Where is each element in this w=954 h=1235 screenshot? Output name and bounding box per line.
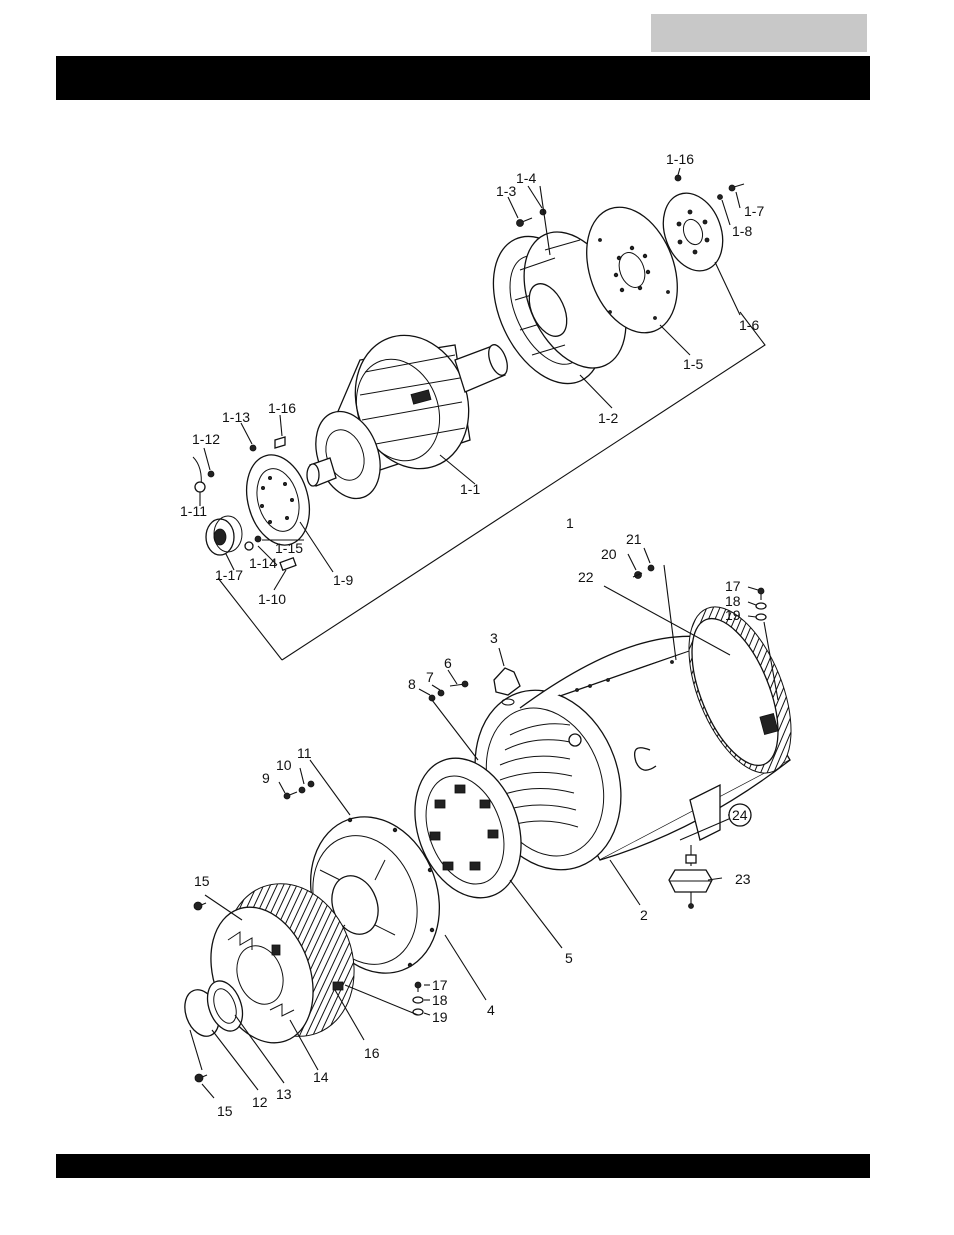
- callout-13: 13: [276, 1086, 292, 1102]
- callout-1-16-top: 1-16: [666, 151, 694, 167]
- callout-21: 21: [626, 531, 642, 547]
- callout-1-2: 1-2: [598, 410, 618, 426]
- callout-23: 23: [735, 871, 751, 887]
- callout-17-bottom: 17: [432, 977, 448, 993]
- callout-3: 3: [490, 630, 498, 646]
- callout-17-right: 17: [725, 578, 741, 594]
- callout-24: 24: [732, 807, 748, 823]
- callout-5: 5: [565, 950, 573, 966]
- rotor-part: [304, 319, 511, 507]
- callout-15-top: 15: [194, 873, 210, 889]
- callout-1-13: 1-13: [222, 409, 250, 425]
- callout-14: 14: [313, 1069, 329, 1085]
- callout-7: 7: [426, 669, 434, 685]
- callout-18-bottom: 18: [432, 992, 448, 1008]
- callout-1-17: 1-17: [215, 567, 243, 583]
- callout-8: 8: [408, 676, 416, 692]
- callout-6: 6: [444, 655, 452, 671]
- callout-9: 9: [262, 770, 270, 786]
- callout-11: 11: [297, 745, 312, 761]
- callout-15-bottom: 15: [217, 1103, 233, 1119]
- callout-22: 22: [578, 569, 594, 585]
- callout-1-3: 1-3: [496, 183, 516, 199]
- callout-1-11: 1-11: [180, 503, 207, 519]
- callout-4: 4: [487, 1002, 495, 1018]
- exciter-armature-part: [237, 448, 319, 552]
- callout-19-right: 19: [725, 607, 741, 623]
- callout-10: 10: [276, 757, 292, 773]
- callout-1-8: 1-8: [732, 223, 752, 239]
- bearing-part: [206, 516, 242, 555]
- callout-12: 12: [252, 1094, 268, 1110]
- callout-1-15: 1-15: [275, 540, 303, 556]
- callout-1-10: 1-10: [258, 591, 286, 607]
- callout-1: 1: [566, 515, 574, 531]
- callout-20: 20: [601, 546, 617, 562]
- callout-1-16-left: 1-16: [268, 400, 296, 416]
- callout-1-9: 1-9: [333, 572, 353, 588]
- callout-1-1: 1-1: [460, 481, 480, 497]
- callout-1-6: 1-6: [739, 317, 759, 333]
- callout-1-5: 1-5: [683, 356, 703, 372]
- callout-1-4: 1-4: [516, 170, 536, 186]
- callout-2: 2: [640, 907, 648, 923]
- footer-bar: [56, 1154, 870, 1178]
- callout-16: 16: [364, 1045, 380, 1061]
- callout-19-bottom: 19: [432, 1009, 448, 1025]
- callout-1-12: 1-12: [192, 431, 220, 447]
- callout-1-7: 1-7: [744, 203, 764, 219]
- callout-1-14: 1-14: [249, 555, 277, 571]
- isolator-part: [669, 845, 712, 909]
